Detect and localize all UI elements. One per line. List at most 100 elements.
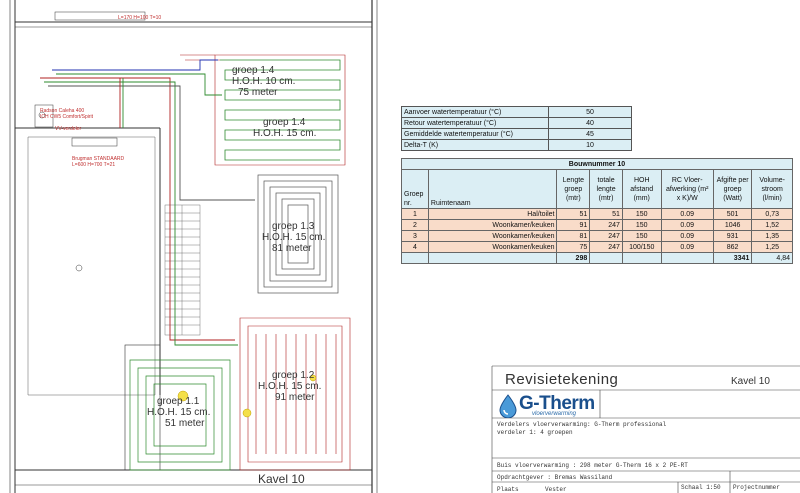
cell-lengte: 51 xyxy=(556,208,591,220)
vester-label: Vester xyxy=(545,486,567,493)
zone-hoh-label-2: H.O.H. 15 cm. xyxy=(253,128,316,139)
total-volume: 4,84 xyxy=(751,252,793,264)
bouwnummer-table: Bouwnummer 10 Groep nr. Ruimtenaam Lengt… xyxy=(401,158,793,264)
col-header-groep: Groep nr. xyxy=(401,169,429,209)
heating-loop-zone-middle xyxy=(257,174,339,294)
cell-lengte: 81 xyxy=(556,230,591,242)
cell-volume: 0,73 xyxy=(751,208,793,220)
g-therm-logo: G-Therm vloerverwarming xyxy=(494,394,600,418)
cell-volume: 1,52 xyxy=(751,219,793,231)
cell-hoh: 150 xyxy=(621,219,662,231)
verdeler-text: verdeler 1: 4 groepen xyxy=(497,429,573,436)
cell-totaal: 247 xyxy=(589,230,623,242)
zone-hoh-label-4: H.O.H. 15 cm. xyxy=(258,381,321,392)
cell-nr: 2 xyxy=(401,219,429,231)
table-row: Gemiddelde watertemperatuur (°C)45 xyxy=(401,128,632,140)
kavel-plan-label: Kavel 10 xyxy=(258,472,305,486)
cell-lengte: 75 xyxy=(556,241,591,253)
zone-group-label-4: groep 1.2 xyxy=(272,370,315,381)
equipment-label-brugman: Brugman STANDAARD xyxy=(72,156,125,162)
table-row: Aanvoer watertemperatuur (°C)50 xyxy=(401,106,632,118)
table-row: 3 Woonkamer/keuken 81 247 150 0.09 931 1… xyxy=(401,230,793,242)
col-header-totaal: totale lengte (mtr) xyxy=(589,169,623,209)
opdrachtgever-text: Opdrachtgever : Bremas Wassiland xyxy=(497,474,613,481)
table-row: Delta-T (K)10 xyxy=(401,139,632,151)
total-afgifte: 3341 xyxy=(712,252,753,264)
zone-meters-label-5: 51 meter xyxy=(165,418,205,429)
buis-text: Buis vloerverwarming : 298 meter G-Therm… xyxy=(497,462,688,469)
logo-text: G-Therm xyxy=(519,393,595,414)
param-label: Delta-T (K) xyxy=(401,139,549,151)
cell-hoh: 100/150 xyxy=(621,241,662,253)
supply-pipes xyxy=(40,59,255,346)
cell-rc: 0.09 xyxy=(660,241,714,253)
cell-rc: 0.09 xyxy=(660,208,714,220)
plaats-label: Plaats xyxy=(497,486,519,493)
plan-top-label: L=170 H=100 T=10 xyxy=(118,15,161,21)
zone-hoh-label-1: H.O.H. 10 cm. xyxy=(232,76,295,87)
zone-meters-label-1: 75 meter xyxy=(238,87,278,98)
cell-totaal: 247 xyxy=(589,219,623,231)
equipment-label-radson: Radson Caleha 400 xyxy=(40,108,84,114)
title-block-frame xyxy=(491,365,800,493)
param-value: 40 xyxy=(548,117,632,129)
cell-hoh: 150 xyxy=(621,208,662,220)
param-value: 45 xyxy=(548,128,632,140)
cell-ruimte: Hal/toilet xyxy=(427,208,558,220)
staircase xyxy=(164,204,201,336)
col-header-lengte: Lengte groep (mtr) xyxy=(556,169,591,209)
cell-totaal: 247 xyxy=(589,241,623,253)
col-header-afgifte: Afgifte per groep (Watt) xyxy=(712,169,753,209)
water-temperature-table: Aanvoer watertemperatuur (°C)50 Retour w… xyxy=(401,106,632,151)
cell-ruimte: Woonkamer/keuken xyxy=(427,219,558,231)
table-row: Retour watertemperatuur (°C)40 xyxy=(401,117,632,129)
cell-nr: 4 xyxy=(401,241,429,253)
cell-hoh: 150 xyxy=(621,230,662,242)
cell-ruimte: Woonkamer/keuken xyxy=(427,241,558,253)
param-label: Gemiddelde watertemperatuur (°C) xyxy=(401,128,549,140)
heating-loop-zone-top xyxy=(220,59,341,161)
zone-group-label-3: groep 1.3 xyxy=(272,221,315,232)
total-lengte: 298 xyxy=(556,252,591,264)
manifold-equipment xyxy=(34,104,317,418)
cell-afgifte: 931 xyxy=(712,230,753,242)
col-header-volume: Volume-stroom (l/min) xyxy=(751,169,793,209)
equipment-label-dimensions: L=600 H=700 T=21 xyxy=(72,162,115,168)
cell-nr: 3 xyxy=(401,230,429,242)
verdelers-text: Verdelers vloerverwarming: G-Therm profe… xyxy=(497,421,667,428)
cell-afgifte: 501 xyxy=(712,208,753,220)
cell-rc: 0.09 xyxy=(660,219,714,231)
zone-hoh-label-5: H.O.H. 15 cm. xyxy=(147,407,210,418)
cell-volume: 1,25 xyxy=(751,241,793,253)
equipment-label-verdeler: VV-verdeler xyxy=(55,126,81,132)
zone-group-label-5: groep 1.1 xyxy=(157,396,200,407)
cell-lengte: 91 xyxy=(556,219,591,231)
totals-row: 298 3341 4,84 xyxy=(401,252,793,264)
zone-meters-label-4: 91 meter xyxy=(275,392,315,403)
bouwnummer-title: Bouwnummer 10 xyxy=(401,158,793,170)
logo-subtitle: vloerverwarming xyxy=(532,411,577,417)
cell-volume: 1,35 xyxy=(751,230,793,242)
heating-loop-hall xyxy=(129,359,231,471)
zone-meters-label-3: 81 meter xyxy=(272,243,312,254)
col-header-ruimte: Ruimtenaam xyxy=(427,169,558,209)
projectnummer-label: Projectnummer xyxy=(733,484,780,491)
param-label: Aanvoer watertemperatuur (°C) xyxy=(401,106,549,118)
revision-title: Revisietekening xyxy=(505,371,619,388)
param-value: 50 xyxy=(548,106,632,118)
zone-group-label-2: groep 1.4 xyxy=(263,117,306,128)
col-header-rc: RC Vloer-afwerking (m² x K)/W xyxy=(660,169,714,209)
cell-rc: 0.09 xyxy=(660,230,714,242)
col-header-hoh: HOH afstand (mm) xyxy=(621,169,662,209)
table-row: 2 Woonkamer/keuken 91 247 150 0.09 1046 … xyxy=(401,219,793,231)
cell-totaal: 51 xyxy=(589,208,623,220)
equipment-label-cw5: ICH CW5 Comfort/Spirit xyxy=(40,114,94,120)
table-row: 1 Hal/toilet 51 51 150 0.09 501 0,73 xyxy=(401,208,793,220)
table-row: 4 Woonkamer/keuken 75 247 100/150 0.09 8… xyxy=(401,241,793,253)
water-drop-icon xyxy=(499,394,517,418)
param-value: 10 xyxy=(548,139,632,151)
cell-afgifte: 862 xyxy=(712,241,753,253)
cell-ruimte: Woonkamer/keuken xyxy=(427,230,558,242)
param-label: Retour watertemperatuur (°C) xyxy=(401,117,549,129)
